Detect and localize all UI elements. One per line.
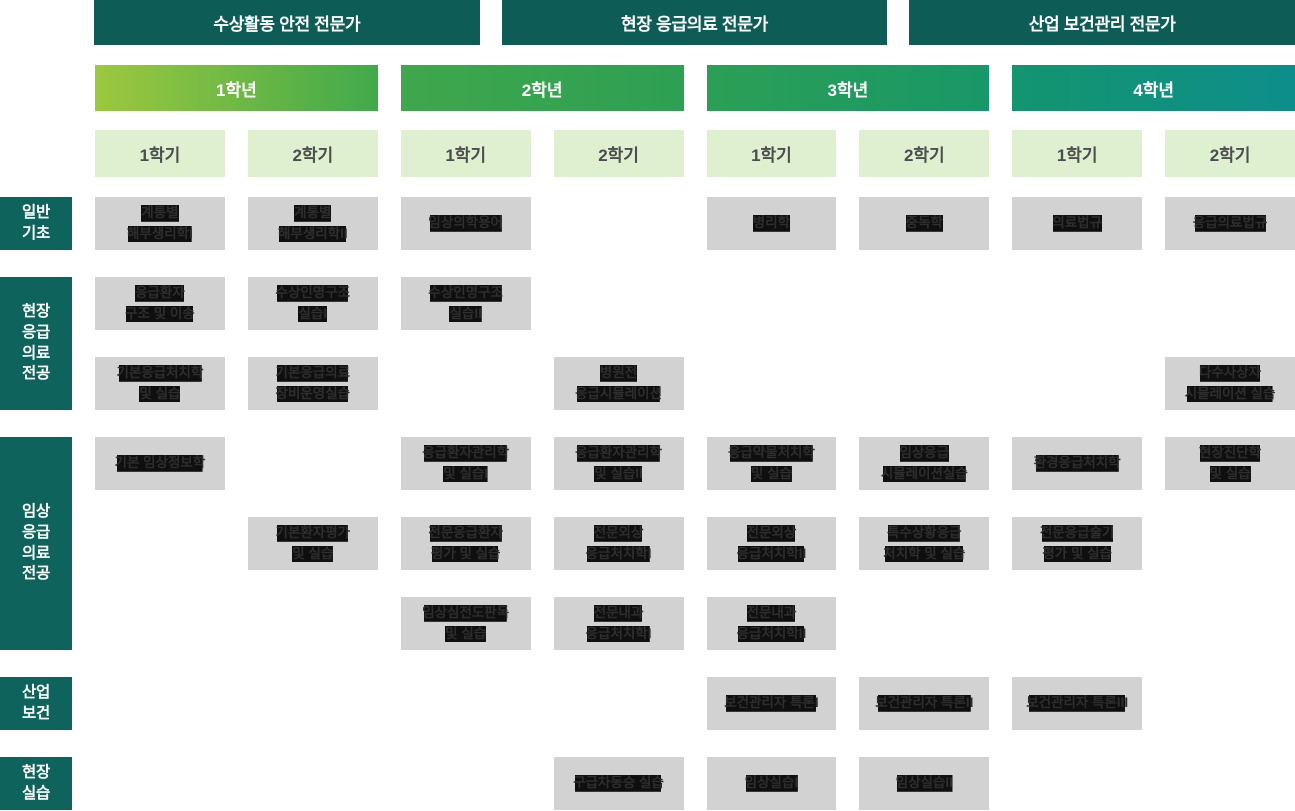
year-banner-4: 4학년 [1012,65,1295,111]
year-banner-1: 1학년 [95,65,378,111]
course-cell: 병리학 [706,197,837,250]
course-cell: 환경응급처치학 [1012,437,1143,490]
course-cell: 보건관리자 특론II [859,677,990,730]
expert-banner-field-emergency: 현장 응급의료 전문가 [501,0,888,45]
expert-banner-industrial-health: 산업 보건관리 전문가 [909,0,1295,45]
course-cell: 임상실습I [706,757,837,810]
semester-header: 1학기 [95,130,225,177]
year-banner-2: 2학년 [400,65,684,111]
semester-header: 2학기 [247,130,378,177]
semester-header: 1학기 [1012,130,1143,177]
course-cell: 의료법규 [1012,197,1143,250]
course-cell: 보건관리자 특론III [1012,677,1143,730]
year-banner-row: 1학년 2학년 3학년 4학년 [0,65,1295,111]
course-cell: 보건관리자 특론I [706,677,837,730]
semester-header: 2학기 [1165,130,1295,177]
course-cell: 임상실습II [859,757,990,810]
semester-header: 2학기 [859,130,990,177]
semester-header: 1학기 [400,130,531,177]
course-cell: 구급차동승 실습 [553,757,684,810]
semester-header-row: 1학기 2학기 1학기 2학기 1학기 2학기 1학기 2학기 [0,130,1295,177]
expert-banner-row: 수상활동 안전 전문가 현장 응급의료 전문가 산업 보건관리 전문가 [94,0,1295,45]
year-banner-3: 3학년 [706,65,990,111]
course-cell: 임상의학용어 [400,197,531,250]
course-cell: 기본 임상정보학 [95,437,225,490]
expert-banner-water-safety: 수상활동 안전 전문가 [94,0,480,45]
semester-header: 1학기 [706,130,837,177]
course-cell: 응급의료법규 [1165,197,1295,250]
semester-header: 2학기 [553,130,684,177]
course-cell: 중독학 [859,197,990,250]
